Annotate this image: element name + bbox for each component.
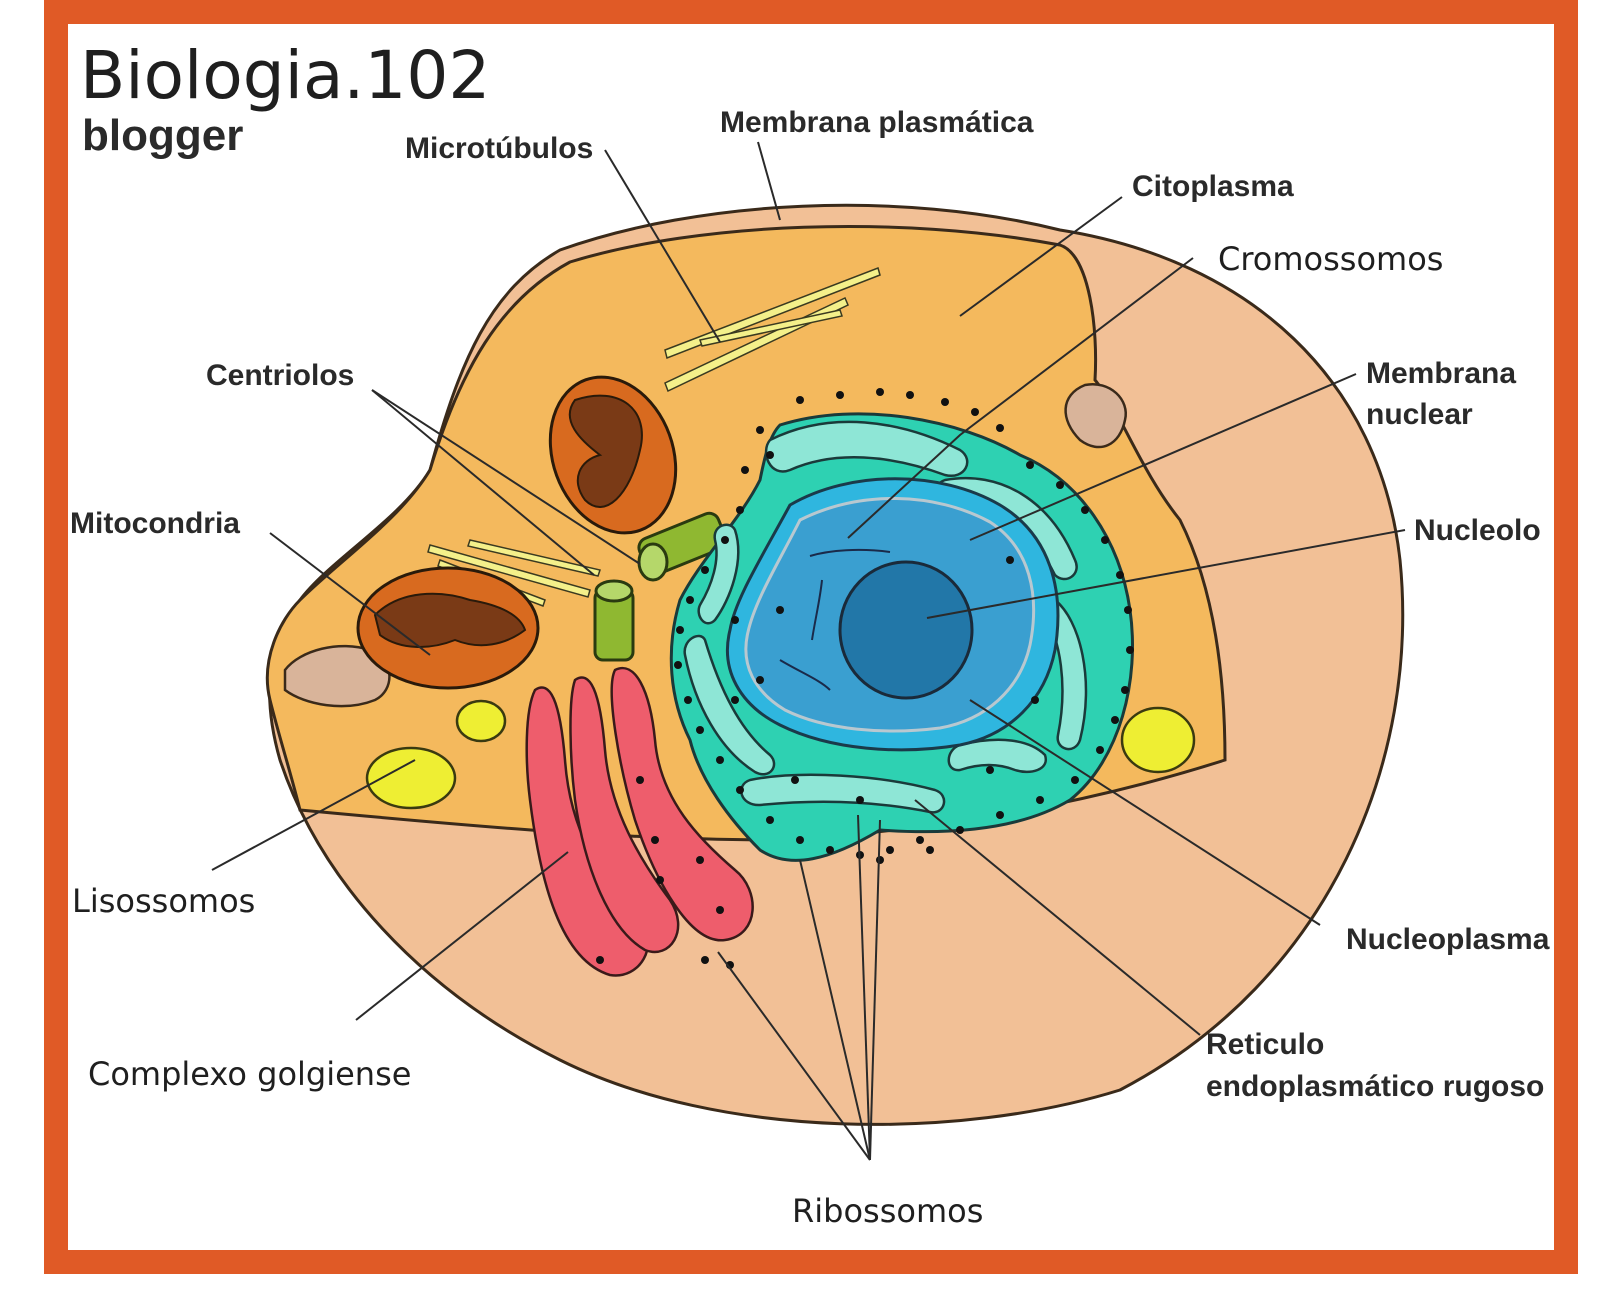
frame-border — [44, 0, 1578, 1274]
label-reticulo-2: endoplasmático rugoso — [1206, 1070, 1544, 1103]
ribosome-dot — [1031, 696, 1039, 704]
ribosome-dot — [1101, 536, 1109, 544]
ribosome-dot — [701, 566, 709, 574]
ribosome-dot — [1096, 746, 1104, 754]
microtubules — [664, 267, 881, 393]
ribosome-dot — [1006, 556, 1014, 564]
ribosome-dot — [791, 776, 799, 784]
ribosome-dot — [596, 956, 604, 964]
lysosome-large — [365, 746, 457, 810]
ribosome-dot — [676, 626, 684, 634]
centriole-vertical — [593, 579, 635, 662]
label-complexo-golgiense: Complexo golgiense — [88, 1055, 411, 1093]
lysosome-right — [1120, 706, 1196, 774]
ribosome-dot — [1111, 716, 1119, 724]
ribosome-dot — [731, 616, 739, 624]
ribosome-dot — [856, 796, 864, 804]
brand-subtitle: blogger — [82, 111, 243, 160]
ribosome-dot — [736, 506, 744, 514]
ribosome-dot — [736, 786, 744, 794]
ribosome-dot — [1081, 506, 1089, 514]
ribosome-dot — [716, 906, 724, 914]
ribosome-dot — [766, 451, 774, 459]
ribosome-dot — [651, 836, 659, 844]
ribosome-dot — [926, 846, 934, 854]
ribosome-dot — [701, 956, 709, 964]
label-membrana-plasmatica: Membrana plasmática — [720, 106, 1034, 139]
ribosome-dot — [826, 846, 834, 854]
nucleolus — [838, 560, 974, 700]
label-lisossomos: Lisossomos — [72, 882, 255, 920]
ribosome-dot — [996, 424, 1004, 432]
ribosome-dot — [1056, 481, 1064, 489]
ribosome-dot — [686, 596, 694, 604]
ribosome-dot — [956, 826, 964, 834]
label-nucleolo: Nucleolo — [1414, 514, 1541, 547]
label-mitocondria: Mitocondria — [70, 507, 240, 540]
ribosome-dot — [796, 396, 804, 404]
ribosome-dot — [916, 836, 924, 844]
ribosome-dot — [1026, 461, 1034, 469]
centriole-horizontal — [637, 511, 728, 582]
ribosome-dot — [886, 846, 894, 854]
ribosome-dot — [656, 876, 664, 884]
ribosome-dot — [1036, 796, 1044, 804]
membrane-notch — [1064, 382, 1128, 449]
label-microtubulos: Microtúbulos — [405, 132, 593, 165]
mitochondrion-left — [356, 566, 540, 690]
label-centriolos: Centriolos — [206, 359, 354, 392]
ribosome-dot — [971, 408, 979, 416]
ribosome-dot — [996, 811, 1004, 819]
golgi-complex — [525, 666, 754, 977]
chromosomes — [779, 548, 891, 691]
ribosome-dot — [756, 676, 764, 684]
ribosome-dot — [674, 661, 682, 669]
ribosome-dot — [696, 856, 704, 864]
ribosome-dot — [1121, 686, 1129, 694]
label-ribossomos: Ribossomos — [792, 1192, 983, 1230]
mitochondrion-top — [548, 375, 678, 535]
label-reticulo-1: Reticulo — [1206, 1028, 1324, 1061]
ribosome-dot — [796, 836, 804, 844]
ribosome-dot — [716, 756, 724, 764]
lysosome-small — [455, 699, 507, 743]
ribosome-dot — [1116, 571, 1124, 579]
ribosome-dot — [906, 391, 914, 399]
label-citoplasma: Citoplasma — [1132, 170, 1294, 203]
label-membrana-nuclear-2: nuclear — [1366, 398, 1473, 431]
ribosome-dot — [684, 696, 692, 704]
ribosome-dot — [941, 398, 949, 406]
brand-title: Biologia.102 — [80, 37, 490, 114]
ribosome-dot — [696, 726, 704, 734]
ribosome-dot — [876, 388, 884, 396]
ribosome-dot — [766, 816, 774, 824]
ribosome-dot — [756, 426, 764, 434]
label-cromossomos: Cromossomos — [1218, 240, 1443, 278]
ribosome-dot — [1071, 776, 1079, 784]
membrane-notch-left — [283, 644, 391, 708]
leader-lines — [211, 141, 1406, 1161]
ribosome-dot — [731, 696, 739, 704]
ribosome-dot — [741, 466, 749, 474]
ribosome-dot — [1126, 646, 1134, 654]
ribosome-dot — [636, 776, 644, 784]
ribosome-dot — [721, 536, 729, 544]
ribosome-dot — [876, 856, 884, 864]
label-nucleoplasma: Nucleoplasma — [1346, 923, 1550, 956]
ribosome-dot — [1124, 606, 1132, 614]
ribosome-dot — [836, 391, 844, 399]
ribosome-dot — [776, 606, 784, 614]
ribosome-dots — [596, 388, 1134, 969]
ribosome-dot — [986, 766, 994, 774]
label-membrana-nuclear-1: Membrana — [1366, 357, 1516, 390]
